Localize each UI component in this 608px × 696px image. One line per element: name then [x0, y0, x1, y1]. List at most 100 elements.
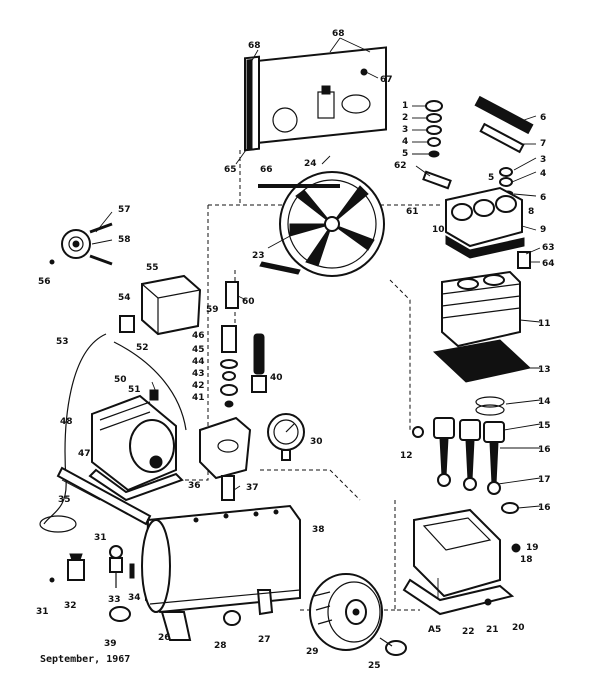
callout-47: 47 — [78, 449, 91, 459]
callout-54: 54 — [118, 293, 131, 303]
callout-3b: 3 — [540, 155, 546, 165]
callout-21: 21 — [486, 625, 499, 635]
callout-56: 56 — [38, 277, 51, 287]
callout-68a: 68 — [248, 41, 261, 51]
crankcase-body — [413, 508, 501, 598]
callout-35: 35 — [58, 495, 71, 505]
callout-46: 46 — [192, 331, 205, 341]
pistons — [412, 417, 519, 514]
guard-edge-hatch — [246, 58, 253, 151]
leader-lines — [91, 37, 541, 509]
tank-bracket — [256, 589, 274, 616]
switch-fitting — [119, 315, 135, 333]
callout-65: 65 — [224, 165, 237, 175]
callout-1: 1 — [402, 101, 408, 111]
wheel — [223, 573, 407, 656]
callout-24: 24 — [304, 159, 317, 169]
callout-44: 44 — [192, 357, 205, 367]
callout-50: 50 — [114, 375, 127, 385]
motor-pulley — [49, 222, 113, 266]
callout-66: 66 — [260, 165, 273, 175]
callout-38: 38 — [312, 525, 325, 535]
valve-parts — [422, 95, 534, 198]
callout-59: 59 — [206, 305, 219, 315]
motor — [88, 389, 184, 502]
callout-4b: 4 — [540, 169, 546, 179]
callout-8: 8 — [528, 207, 534, 217]
callout-9: 9 — [540, 225, 546, 235]
callout-30: 30 — [310, 437, 323, 447]
switch-box — [141, 274, 202, 336]
callout-6a: 6 — [540, 113, 546, 123]
air-tank — [141, 504, 301, 641]
motor-end-bell — [129, 419, 175, 473]
callout-68b: 68 — [332, 29, 345, 39]
callout-48: 48 — [60, 417, 73, 427]
callout-2: 2 — [402, 113, 408, 123]
power-cord — [39, 333, 187, 533]
callout-25: 25 — [368, 661, 381, 671]
callout-67: 67 — [380, 75, 393, 85]
callout-15: 15 — [538, 421, 551, 431]
callout-52: 52 — [136, 343, 149, 353]
drive-belt-lower — [259, 261, 301, 275]
flywheel-inner-rim — [287, 179, 377, 269]
callout-51: 51 — [128, 385, 141, 395]
callout-23: 23 — [252, 251, 265, 261]
callout-20: 20 — [512, 623, 525, 633]
callout-45: 45 — [192, 345, 205, 355]
callout-10: 10 — [432, 225, 445, 235]
callout-27: 27 — [258, 635, 271, 645]
callout-31a: 31 — [94, 533, 107, 543]
tank-leg-left — [160, 611, 192, 641]
callout-5a: 5 — [402, 149, 408, 159]
safety-valve — [67, 559, 85, 581]
callout-4a: 4 — [402, 137, 408, 147]
flywheel-hub — [324, 216, 340, 232]
callout-32: 32 — [64, 601, 77, 611]
tank-end-cap — [141, 519, 171, 613]
callout-17: 17 — [538, 475, 551, 485]
callout-34: 34 — [128, 593, 141, 603]
cord-coil — [39, 515, 77, 533]
callout-36: 36 — [188, 481, 201, 491]
valve-reed — [474, 95, 534, 135]
flywheel-fan — [258, 171, 385, 277]
fittings-stack — [220, 281, 267, 408]
unloader-tube — [422, 170, 452, 190]
callout-16b: 16 — [538, 503, 551, 513]
callout-7: 7 — [540, 139, 546, 149]
callout-11: 11 — [538, 319, 551, 329]
belt-guard — [244, 46, 387, 152]
cylinder-gasket — [432, 339, 532, 383]
foot-pad — [223, 610, 241, 626]
callout-5b: 5 — [488, 173, 494, 183]
callout-57: 57 — [118, 205, 131, 215]
valve-plate — [479, 122, 525, 154]
callout-37: 37 — [246, 483, 259, 493]
pressure-switch — [119, 274, 202, 336]
callout-19: 19 — [526, 543, 539, 553]
callout-43: 43 — [192, 369, 205, 379]
elbow-fitting — [517, 251, 531, 269]
callout-62: 62 — [394, 161, 407, 171]
callout-39: 39 — [104, 639, 117, 649]
cylinder — [432, 270, 532, 416]
callout-40: 40 — [270, 373, 283, 383]
callout-61: 61 — [406, 207, 419, 217]
callout-28: 28 — [214, 641, 227, 651]
callout-A5: A5 — [428, 625, 441, 635]
cylinder-block — [441, 270, 521, 348]
guard-round-hole — [272, 107, 298, 133]
callout-33: 33 — [108, 595, 121, 605]
callout-18: 18 — [520, 555, 533, 565]
callout-12: 12 — [400, 451, 413, 461]
callout-42: 42 — [192, 381, 205, 391]
handle — [56, 466, 152, 526]
callout-55: 55 — [146, 263, 159, 273]
callout-13: 13 — [538, 365, 551, 375]
pressure-gauge — [267, 413, 305, 461]
callout-22: 22 — [462, 627, 475, 637]
callout-31b: 31 — [36, 607, 49, 617]
